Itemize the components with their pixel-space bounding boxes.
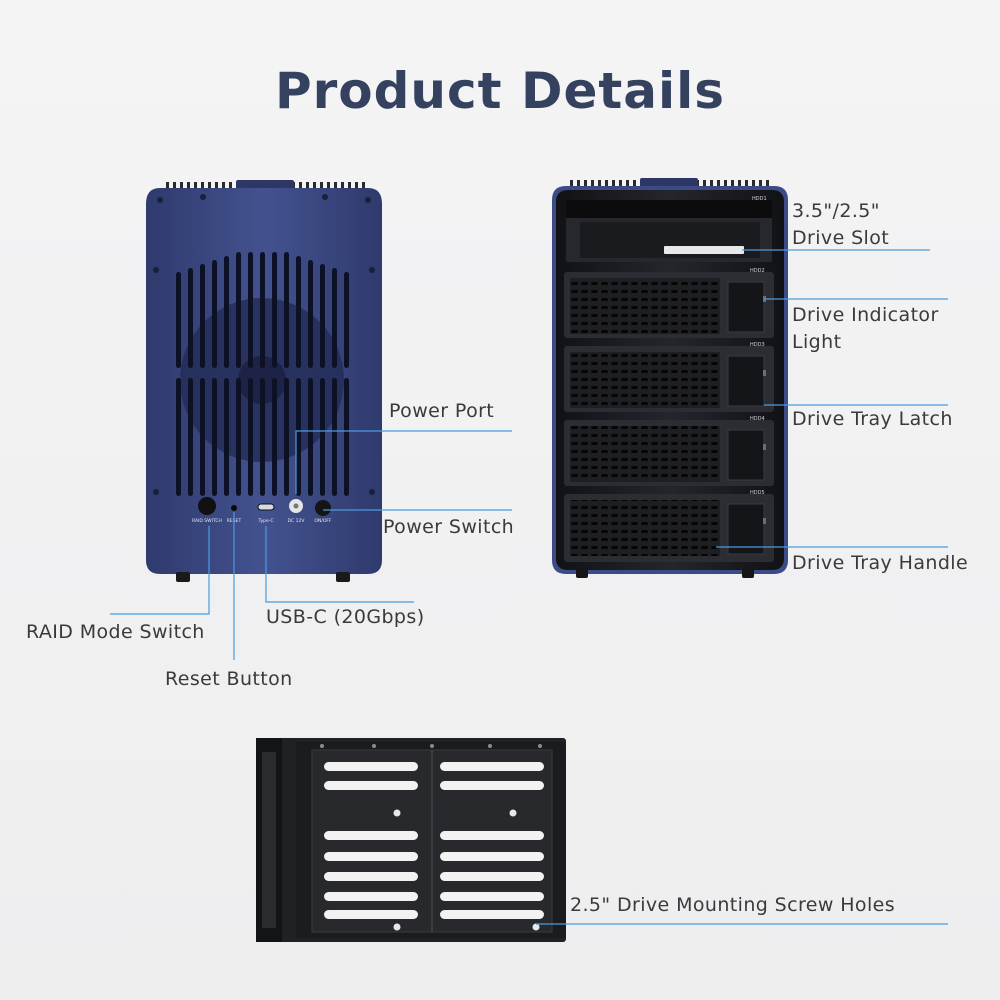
callout-drive-indicator-line2: Light xyxy=(792,331,842,353)
callout-drive-indicator-line1: Drive Indicator xyxy=(792,304,939,326)
bay-label-hdd3: HDD3 xyxy=(750,342,765,348)
callout-drive-slot-line1: 3.5"/2.5" xyxy=(792,200,880,222)
drive-tray-4: HDD4 xyxy=(564,416,774,486)
callout-usb-c: USB-C (20Gbps) xyxy=(266,606,425,628)
callout-lines xyxy=(110,249,948,925)
drive-tray-2: HDD2 xyxy=(564,268,774,338)
bay-label-hdd5: HDD5 xyxy=(750,490,765,496)
bay-label-hdd2: HDD2 xyxy=(750,268,765,274)
dc-marking: DC 12V xyxy=(288,518,306,524)
callout-drive-slot-line2: Drive Slot xyxy=(792,227,890,249)
drive-tray-3: HDD3 xyxy=(564,342,774,412)
callout-reset-button: Reset Button xyxy=(165,668,293,690)
callout-power-port: Power Port xyxy=(389,400,495,422)
callout-power-switch: Power Switch xyxy=(383,516,515,538)
drive-tray-plate xyxy=(256,738,566,942)
raid-switch-marking: RAID SWITCH xyxy=(192,518,222,524)
page-title: Product Details xyxy=(274,62,726,120)
usb-c-marking: Type-C xyxy=(257,518,273,524)
power-switch-button: ON/OFF xyxy=(314,500,332,524)
rear-enclosure xyxy=(146,180,382,582)
callout-drive-tray-latch: Drive Tray Latch xyxy=(792,408,953,430)
raid-switch-button: RAID SWITCH xyxy=(192,497,222,524)
usb-c-port: Type-C xyxy=(257,503,275,524)
bay-label-hdd4: HDD4 xyxy=(750,416,765,422)
callout-drive-tray-handle: Drive Tray Handle xyxy=(792,552,969,574)
bay-label-hdd1: HDD1 xyxy=(752,196,767,202)
dc-power-port: DC 12V xyxy=(288,499,306,524)
callout-mounting-screw-holes: 2.5" Drive Mounting Screw Holes xyxy=(570,894,896,916)
on-off-marking: ON/OFF xyxy=(314,518,332,524)
callout-raid-mode-switch: RAID Mode Switch xyxy=(26,621,205,643)
drive-tray-5: HDD5 xyxy=(564,490,774,562)
